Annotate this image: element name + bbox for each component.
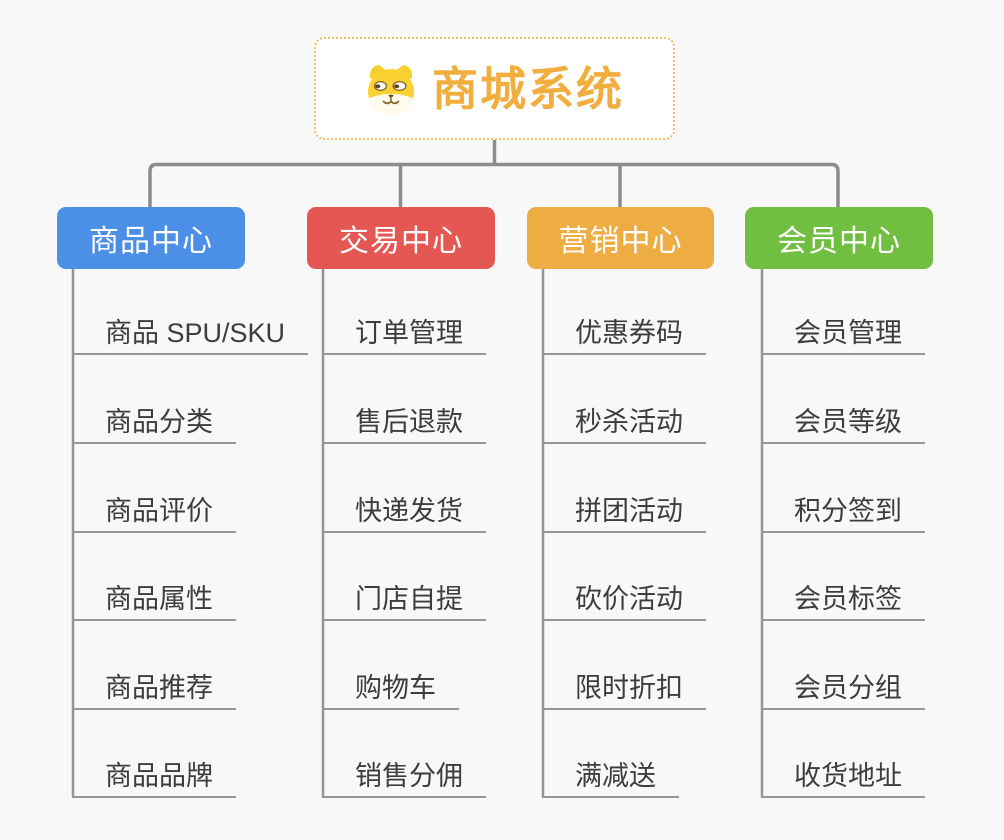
- leaf-node[interactable]: 会员管理: [761, 317, 925, 355]
- leaf-node[interactable]: 商品属性: [72, 583, 236, 621]
- leaf-node[interactable]: 满减送: [542, 760, 679, 798]
- branch-node-member-center[interactable]: 会员中心: [745, 207, 933, 269]
- leaf-node[interactable]: 砍价活动: [542, 583, 706, 621]
- branch-label: 会员中心: [777, 225, 901, 258]
- leaf-node[interactable]: 收货地址: [761, 760, 925, 798]
- leaf-node[interactable]: 商品 SPU/SKU: [72, 317, 309, 355]
- leaf-node[interactable]: 门店自提: [322, 583, 486, 621]
- leaf-node[interactable]: 秒杀活动: [542, 406, 706, 444]
- leaf-node[interactable]: 限时折扣: [542, 672, 706, 710]
- leaf-node[interactable]: 积分签到: [761, 495, 925, 533]
- branch-label: 交易中心: [339, 225, 463, 258]
- leaf-node[interactable]: 订单管理: [322, 317, 486, 355]
- branch-node-product-center[interactable]: 商品中心: [57, 207, 245, 269]
- leaf-node[interactable]: 售后退款: [322, 406, 486, 444]
- leaf-node[interactable]: 商品品牌: [72, 760, 236, 798]
- root-label: 商城系统: [432, 62, 624, 115]
- leaf-node[interactable]: 商品评价: [72, 495, 236, 533]
- branch-node-marketing-center[interactable]: 营销中心: [527, 207, 714, 269]
- leaf-node[interactable]: 拼团活动: [542, 495, 706, 533]
- leaf-node[interactable]: 销售分佣: [322, 760, 486, 798]
- dog-face-icon: [368, 64, 414, 115]
- leaf-node[interactable]: 会员分组: [761, 672, 925, 710]
- root-node[interactable]: 商城系统: [314, 37, 675, 140]
- branch-node-trade-center[interactable]: 交易中心: [307, 207, 495, 269]
- leaf-node[interactable]: 会员标签: [761, 583, 925, 621]
- branch-label: 商品中心: [89, 225, 213, 258]
- leaf-node[interactable]: 快递发货: [322, 495, 486, 533]
- leaf-node[interactable]: 商品分类: [72, 406, 236, 444]
- leaf-node[interactable]: 会员等级: [761, 406, 925, 444]
- leaf-node[interactable]: 优惠券码: [542, 317, 706, 355]
- leaf-node[interactable]: 购物车: [322, 672, 459, 710]
- leaf-node[interactable]: 商品推荐: [72, 672, 236, 710]
- branch-label: 营销中心: [558, 225, 683, 258]
